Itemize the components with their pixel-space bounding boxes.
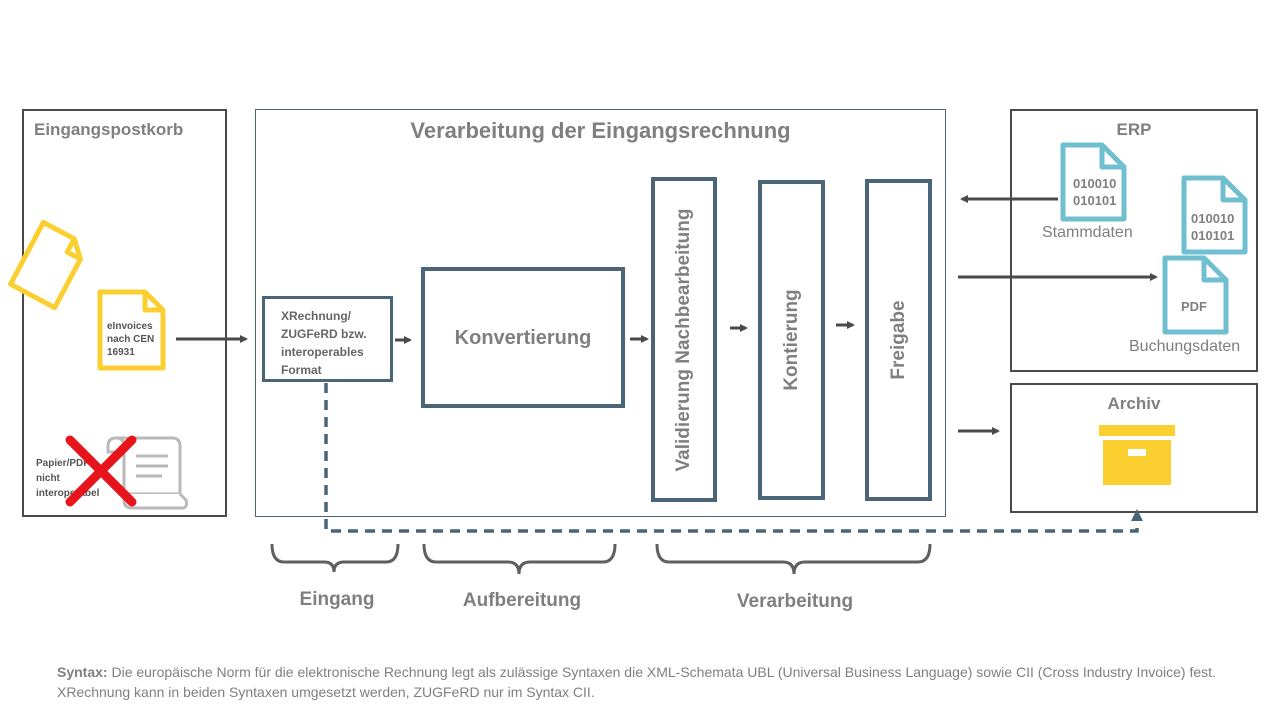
- paper-document-icon: [7, 219, 83, 311]
- phase-input-label: Eingang: [299, 589, 375, 610]
- booking-data-label: Buchungsdaten: [1129, 338, 1241, 355]
- not-supported-cross-icon: [65, 435, 137, 507]
- erp-data-binary-2: 010101: [1191, 228, 1234, 243]
- bracket-input: [270, 543, 400, 573]
- processing-title: Verarbeitung der Eingangsrechnung: [410, 118, 791, 143]
- erp-data-binary-1: 010010: [1191, 211, 1234, 226]
- einvoice-document-icon: [97, 289, 166, 371]
- erp-title: ERP: [1116, 120, 1152, 139]
- conversion-box: Konvertierung: [421, 267, 625, 408]
- master-data-binary-2: 010101: [1073, 193, 1116, 208]
- syntax-footnote: Syntax: Die europäische Norm für die ele…: [57, 662, 1227, 702]
- pdf-file-label: PDF: [1181, 299, 1207, 314]
- paper-label-line1: Papier/PDF: [36, 458, 90, 469]
- einvoice-label: eInvoices nach CEN 16931: [107, 321, 155, 358]
- erp-data-file-icon: 010010 010101: [1181, 175, 1248, 255]
- archive-title: Archiv: [1107, 394, 1161, 413]
- conversion-label: Konvertierung: [454, 327, 592, 349]
- phase-preparation-label: Aufbereitung: [462, 590, 582, 611]
- format-box: XRechnung/ ZUGFeRD bzw. interoperables F…: [262, 296, 393, 382]
- paper-label-line2: nicht: [36, 473, 60, 484]
- dashed-archive-connector: [324, 383, 1143, 533]
- footnote-prefix: Syntax:: [57, 664, 108, 680]
- master-data-label: Stammdaten: [1042, 224, 1133, 241]
- bracket-processing: [655, 543, 932, 575]
- paper-label: Papier/PDF nicht interoperabel: [36, 456, 126, 501]
- phase-processing-label: Verarbeitung: [736, 591, 854, 612]
- paper-label-line3: interoperabel: [36, 488, 100, 499]
- master-data-binary-1: 010010: [1073, 176, 1116, 191]
- account-assignment-box: Kontierung: [758, 180, 825, 500]
- inbox-title: Eingangspostkorb: [34, 120, 184, 139]
- footnote-text: Die europäische Norm für die elektronisc…: [57, 664, 1216, 700]
- format-box-label: XRechnung/ ZUGFeRD bzw. interoperables F…: [281, 309, 367, 377]
- validation-box: Validierung Nachbearbeitung: [651, 177, 717, 502]
- archive-box-icon: [1099, 425, 1175, 485]
- master-data-file-icon: 010010 010101: [1060, 142, 1127, 222]
- approval-box: Freigabe: [865, 179, 932, 501]
- bracket-preparation: [422, 543, 617, 575]
- scroll-document-icon: [106, 436, 188, 510]
- pdf-file-icon: PDF: [1162, 255, 1229, 335]
